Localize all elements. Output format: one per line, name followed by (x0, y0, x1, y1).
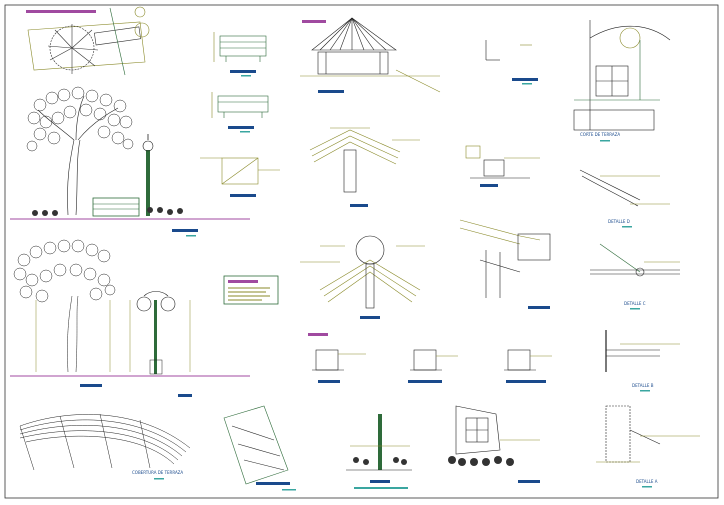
label-detalle-c: DETALLE C (624, 301, 646, 306)
rotated-plan-detail (223, 405, 296, 491)
label-corte-terraza: CORTE DE TERRAZA (580, 132, 620, 137)
detail-b (605, 330, 680, 392)
terrace-roof-covering (19, 413, 191, 480)
roof-ridge-detail-1 (309, 127, 420, 207)
tree-lamp-elevation (10, 239, 250, 397)
tree-bench-elevation (10, 86, 250, 237)
sheet-border (4, 4, 719, 499)
bench-detail-2 (211, 92, 269, 133)
beam-connection-detail (459, 219, 551, 309)
section-detail-row (308, 333, 552, 383)
label-detalle-a: DETALLE A (636, 479, 658, 484)
roof-ridge-detail-2 (300, 235, 425, 319)
terrace-section (573, 20, 671, 142)
label-detalle-d: DETALLE D (608, 219, 630, 224)
wall-detail (485, 40, 538, 85)
joint-detail-small (465, 145, 540, 187)
label-cobertura-terraza: COBERTURA DE TERRAZA (132, 470, 183, 475)
bench-detail-1 (213, 32, 267, 77)
plan-view-tree-bench (26, 6, 150, 76)
detail-d (579, 169, 670, 228)
footing-detail (200, 157, 280, 197)
wall-window-elevation (448, 405, 540, 483)
detail-c (590, 243, 680, 310)
lamp-planting-elevation (346, 414, 412, 489)
legend-box (223, 275, 279, 305)
label-detalle-b: DETALLE B (632, 383, 654, 388)
gazebo-elevation (300, 17, 441, 93)
detail-a (596, 405, 700, 488)
